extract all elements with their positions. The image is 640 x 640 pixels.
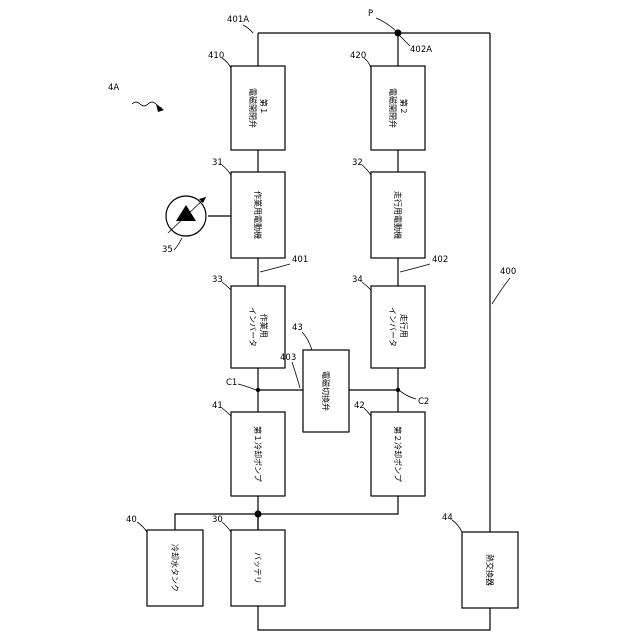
leader-34: [362, 282, 371, 290]
valve2-block: 第２ 電磁開閉弁: [371, 66, 425, 150]
motor-work-label: 作業用電動機: [253, 191, 263, 239]
inverter-travel-block: 走行用 インバータ: [371, 286, 425, 368]
battery-label: バッテリ: [253, 552, 262, 584]
leader-31: [222, 165, 231, 175]
ref-41: 41: [212, 401, 223, 411]
valve1-block: 第１ 電磁開閉弁: [231, 66, 285, 150]
leader-c1: [238, 384, 256, 390]
ref-43: 43: [292, 323, 303, 333]
switch-valve-block: 電磁切換弁: [303, 350, 349, 432]
switch-valve-label: 電磁切換弁: [321, 371, 331, 411]
tank-label: 冷却水タンク: [170, 544, 180, 592]
leader-403: [292, 362, 300, 388]
tank-block: 冷却水タンク: [147, 530, 203, 606]
leader-35: [174, 238, 182, 250]
pump1-label: 第１冷却ポンプ: [253, 426, 263, 482]
leader-p: [376, 18, 396, 31]
ref-401a: 401A: [227, 15, 249, 25]
ref-c2: C2: [418, 397, 429, 407]
node-c2-dot: [396, 388, 400, 392]
figure-label-arrowhead: [156, 104, 164, 112]
valve2-label-2: 電磁開閉弁: [388, 88, 398, 128]
valve2-label-1: 第２: [399, 99, 409, 115]
pump1-block: 第１冷却ポンプ: [231, 412, 285, 496]
pipe-bottom: [258, 532, 490, 630]
pipe-42-bottom: [258, 496, 398, 514]
heat-exchanger-label: 熱交換器: [485, 554, 495, 586]
leader-402: [400, 264, 430, 272]
ref-402: 402: [432, 255, 448, 265]
inverter-travel-label-2: インバータ: [388, 307, 397, 347]
leader-30: [222, 522, 231, 532]
ref-40: 40: [126, 515, 137, 525]
motor-work-block: 作業用電動機: [231, 172, 285, 258]
valve1-label-1: 第１: [259, 99, 269, 115]
valve1-label-2: 電磁開閉弁: [248, 88, 258, 128]
ref-44: 44: [442, 513, 453, 523]
ref-c1: C1: [226, 378, 237, 388]
leader-401a: [243, 25, 253, 33]
motor-travel-label: 走行用電動機: [393, 191, 403, 239]
inverter-work-block: 作業用 インバータ: [231, 286, 285, 368]
ref-420: 420: [350, 51, 366, 61]
ref-400: 400: [500, 267, 516, 277]
inverter-work-label-2: インバータ: [248, 307, 257, 347]
hydraulic-pump-icon: [166, 196, 231, 236]
ref-33: 33: [212, 275, 223, 285]
ref-34: 34: [352, 275, 363, 285]
inverter-travel-label-1: 走行用: [399, 314, 409, 338]
pump2-block: 第２冷却ポンプ: [371, 412, 425, 496]
leader-32: [362, 165, 371, 175]
leader-33: [222, 282, 231, 290]
ref-403: 403: [280, 353, 296, 363]
leader-42: [364, 408, 371, 416]
leader-41: [222, 408, 231, 416]
battery-junction-dot: [255, 511, 262, 518]
ref-node-p: P: [368, 9, 373, 19]
leader-401: [260, 264, 290, 272]
battery-block: バッテリ: [231, 530, 285, 606]
leader-44: [452, 520, 462, 532]
ref-30: 30: [212, 515, 223, 525]
leader-400: [492, 278, 510, 304]
pump2-label: 第２冷却ポンプ: [393, 426, 403, 482]
node-c1-dot: [256, 388, 260, 392]
leader-402a: [400, 36, 410, 46]
inverter-work-label-1: 作業用: [259, 314, 269, 338]
ref-42: 42: [354, 401, 365, 411]
motor-travel-block: 走行用電動機: [371, 172, 425, 258]
figure-label: 4A: [108, 83, 119, 93]
ref-32: 32: [352, 158, 363, 168]
leader-43: [302, 332, 312, 350]
ref-410: 410: [208, 51, 224, 61]
leader-c2: [400, 391, 416, 399]
leader-40: [137, 522, 147, 532]
heat-exchanger-block: 熱交換器: [462, 532, 518, 608]
ref-35: 35: [162, 245, 173, 255]
ref-402a: 402A: [410, 45, 432, 55]
ref-401: 401: [292, 255, 308, 265]
ref-31: 31: [212, 158, 223, 168]
